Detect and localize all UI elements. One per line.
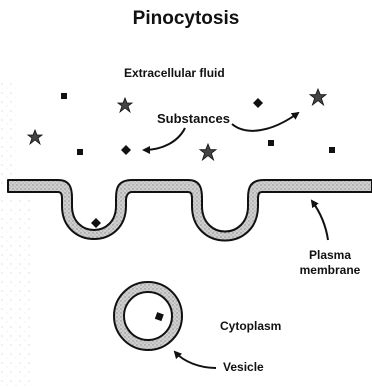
arrow-plasma-membrane (312, 201, 328, 240)
particle-star (310, 89, 326, 105)
particle-square (329, 147, 335, 153)
arrow-substances-right (232, 113, 298, 131)
extracellular-texture (0, 80, 16, 190)
label-vesicle: Vesicle (223, 361, 264, 373)
particle-diamond (91, 218, 101, 228)
particle-square (77, 149, 83, 155)
vesicle-lumen (124, 292, 172, 340)
label-substances: Substances (157, 112, 230, 125)
diagram-title: Pinocytosis (0, 9, 372, 28)
particle-star (28, 130, 42, 144)
particle-square (268, 140, 274, 146)
particle-star (200, 144, 216, 160)
arrow-vesicle (175, 352, 216, 368)
cytoplasm-texture (0, 196, 30, 387)
particle-star (118, 98, 132, 112)
arrow-substances-left (144, 128, 185, 150)
particle-square (61, 93, 67, 99)
label-cytoplasm: Cytoplasm (220, 320, 281, 332)
label-plasma-membrane: Plasma membrane (295, 248, 365, 278)
particle-diamond (121, 145, 131, 155)
label-plasma-line2: membrane (300, 263, 361, 277)
label-plasma-line1: Plasma (309, 248, 351, 262)
particle-diamond (253, 98, 263, 108)
label-extracellular-fluid: Extracellular fluid (124, 67, 225, 79)
